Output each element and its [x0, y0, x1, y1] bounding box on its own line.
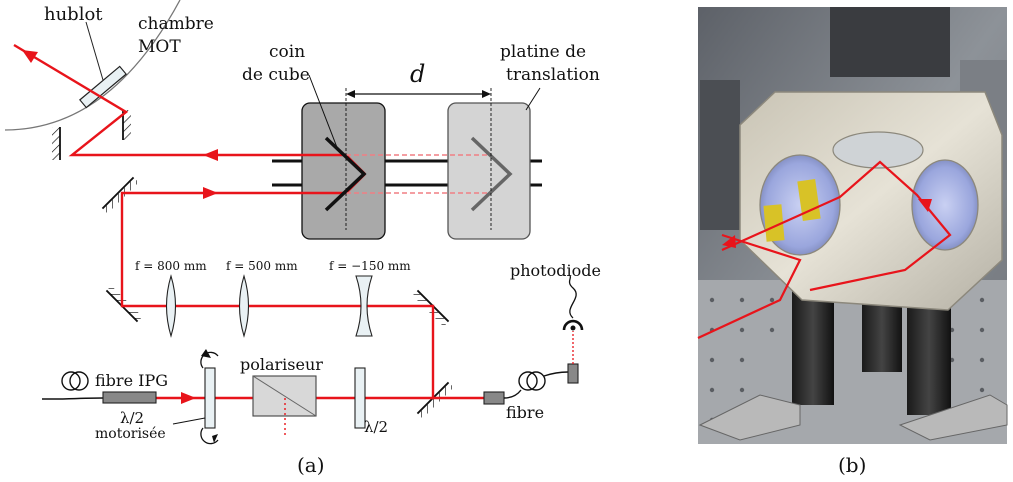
photo-beam-path: [697, 233, 802, 339]
platine-pointer: [525, 87, 541, 111]
photo-beam-arrow-2: [918, 199, 932, 212]
holder-right-mirror: [911, 159, 979, 251]
panel-b-photo: (b): [697, 7, 1008, 477]
caption-b: (b): [838, 453, 866, 477]
photo-beam-path-2: [721, 160, 952, 292]
mirror-5: [412, 289, 450, 327]
background-post-left: [700, 80, 740, 230]
rotation-arrow-bottom-head: [212, 434, 218, 443]
beam-arrow-2: [203, 149, 218, 161]
label-translation: translation: [506, 65, 600, 85]
mirror-6: [416, 381, 454, 419]
label-distance-d: d: [410, 60, 425, 88]
cube-corner-block: [301, 102, 386, 240]
lens-f-150: [355, 275, 373, 337]
clamp-fork-right: [898, 394, 1008, 441]
clamp-fork-left: [698, 394, 801, 441]
cube-corner-reflector-translated: [470, 136, 513, 212]
translation-stage-block: [447, 102, 531, 240]
background-mount-top: [830, 7, 950, 77]
label-platine: platine de: [500, 42, 586, 62]
label-fibre: fibre: [506, 403, 544, 422]
lambda2-motor-pointer: [172, 417, 206, 425]
cube-corner-reflector: [324, 136, 367, 212]
panel-a: hublot chambre MOT coin de cube platine …: [4, 0, 601, 477]
half-wave-plate-motorised: [204, 367, 216, 429]
label-lens-f800: f = 800 mm: [135, 259, 207, 273]
label-lens-f500: f = 500 mm: [226, 259, 298, 273]
label-fibre-ipg: fibre IPG: [95, 371, 168, 390]
photodiode-icon: [562, 275, 584, 331]
fibre-coil: [503, 371, 569, 399]
yellow-reflection-1: [763, 204, 785, 242]
label-hublot: hublot: [44, 4, 103, 25]
coin-pointer: [308, 74, 339, 151]
label-polariseur: polariseur: [240, 355, 323, 374]
cube-holder: [739, 91, 1003, 311]
fibre-ipg-collimator: [102, 391, 157, 404]
label-lens-f-150: f = −150 mm: [329, 259, 411, 273]
lens-f500: [238, 274, 250, 338]
yellow-reflection-2: [797, 178, 821, 222]
label-lambda2-motor: λ/2: [120, 409, 144, 427]
fibre-ipg-coil: [42, 371, 104, 400]
caption-a: (a): [297, 453, 325, 477]
label-coin: coin: [269, 42, 305, 62]
holder-top-mirror: [832, 131, 924, 169]
photodiode-fibre-connector: [567, 363, 579, 384]
chamber-window: [79, 65, 127, 109]
label-motorisee: motorisée: [95, 426, 166, 442]
label-lambda2: λ/2: [364, 418, 388, 436]
d-arrow-right-head: [482, 90, 491, 98]
fibre-collimator: [483, 391, 505, 405]
beam-arrow-4: [181, 392, 196, 404]
label-mot: MOT: [138, 37, 181, 57]
hublot-pointer: [85, 21, 104, 81]
beam-arrow-1: [22, 50, 38, 63]
post-right: [907, 290, 951, 415]
mirror-3: [101, 176, 139, 214]
photo-beam-arrow-1: [722, 235, 736, 248]
label-chambre: chambre: [138, 14, 214, 34]
rotation-arrow-top-head: [201, 349, 211, 358]
label-de-cube: de cube: [242, 65, 310, 85]
mirror-4: [105, 285, 143, 323]
mirror-2: [52, 127, 61, 160]
beam-arrow-3: [203, 187, 218, 199]
stage-rails: [272, 159, 542, 187]
rotation-arrow-bottom: [200, 427, 219, 445]
lens-f800: [165, 274, 177, 338]
polariser-diagonal: [252, 375, 317, 417]
label-photodiode: photodiode: [510, 261, 601, 280]
half-wave-plate: [354, 367, 366, 429]
d-arrow-left-head: [346, 90, 355, 98]
